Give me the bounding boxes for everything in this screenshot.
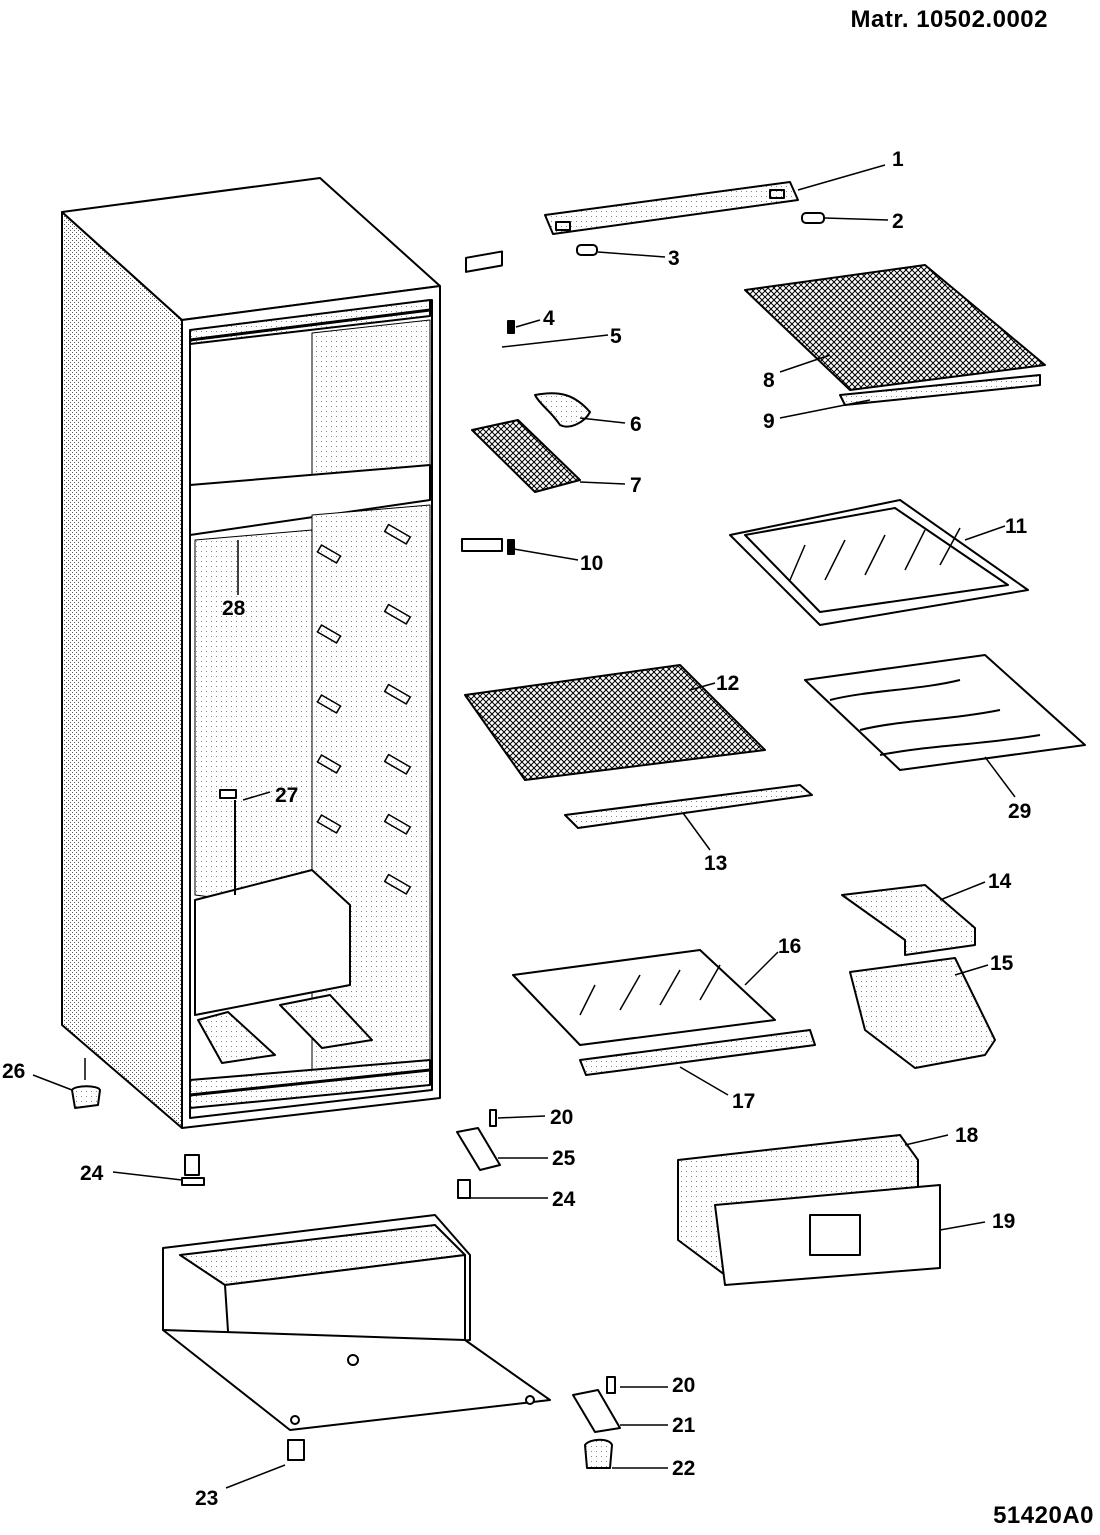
callout-14: 14 [988,870,1012,893]
callout-16: 16 [778,935,801,958]
callout-21: 21 [672,1414,696,1437]
callout-4: 4 [543,307,555,330]
model-number: Matr. 10502.0002 [850,6,1048,33]
callout-28: 28 [222,597,246,620]
cabinet [61,177,441,1129]
callout-26: 26 [2,1060,25,1083]
base-compressor-box [162,1214,551,1431]
callout-20-lower: 20 [672,1374,695,1397]
callout-labels: 1 2 3 4 5 8 9 6 7 10 11 12 13 14 15 16 1… [2,148,1031,1510]
callout-24: 24 [80,1162,104,1185]
callout-5: 5 [610,325,622,348]
callout-7: 7 [630,474,642,497]
control-panel [544,181,825,256]
freezer-wire-shelf [744,264,1046,391]
callout-3: 3 [668,247,680,270]
callout-1: 1 [892,148,904,171]
fridge-wire-shelf [464,664,766,781]
callout-22: 22 [672,1457,695,1480]
callout-13: 13 [704,852,727,875]
callout-9: 9 [763,410,775,433]
callout-8: 8 [763,369,775,392]
callout-12: 12 [716,672,739,695]
callout-11: 11 [1005,515,1028,538]
drawing-code: 51420A0 [993,1502,1094,1529]
callout-29: 29 [1008,800,1031,823]
callout-19: 19 [992,1210,1015,1233]
callout-23: 23 [195,1487,218,1510]
callout-25: 25 [552,1147,576,1170]
callout-10: 10 [580,552,603,575]
callout-15: 15 [990,952,1014,975]
callout-6: 6 [630,413,642,436]
callout-24-hinge: 24 [552,1188,576,1211]
callout-2: 2 [892,210,904,233]
callout-27: 27 [275,784,298,807]
callout-18: 18 [955,1124,979,1147]
callout-20: 20 [550,1106,573,1129]
callout-17: 17 [732,1090,755,1113]
